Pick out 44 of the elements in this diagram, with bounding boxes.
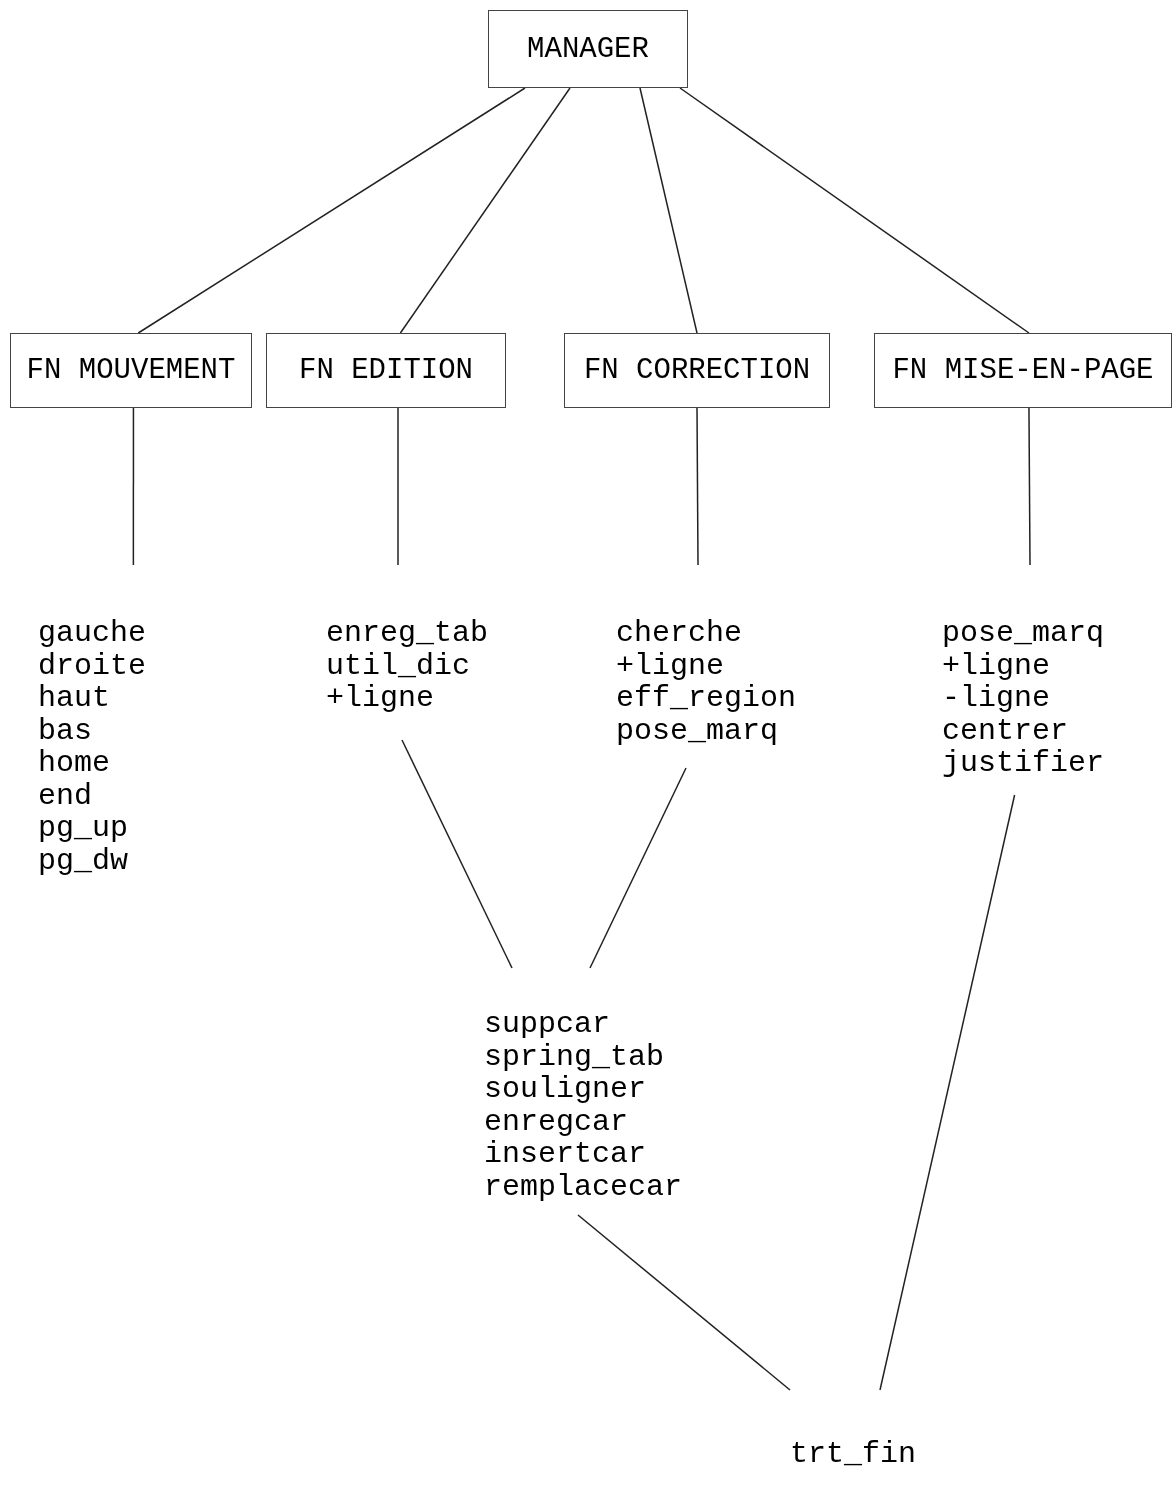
connector-line (401, 739, 513, 969)
routine-name: enreg_tab (326, 617, 489, 650)
routine-name: trt_fin (790, 1438, 917, 1471)
connector-line (589, 767, 687, 969)
connector-line (639, 87, 698, 334)
connector-line (137, 87, 526, 334)
routine-name: +ligne (942, 649, 1051, 682)
connector-line (399, 87, 571, 334)
routine-name: insertcar (484, 1138, 647, 1171)
routine-name: pg_up (38, 812, 128, 845)
routine-name: suppcar (484, 1008, 611, 1041)
connector-line (696, 407, 699, 566)
function-box: FN EDITION (266, 333, 506, 408)
routine-name: +ligne (616, 649, 725, 682)
routine-name: spring_tab (484, 1040, 665, 1073)
routine-name: souligner (484, 1073, 647, 1106)
routine-name: droite (38, 649, 147, 682)
routine-name: home (38, 747, 110, 780)
routine-name: -ligne (942, 682, 1051, 715)
connector-line (577, 1214, 791, 1391)
routine-name: pg_dw (38, 844, 128, 877)
routine-name: pose_marq (616, 714, 779, 747)
routine-name: centrer (942, 714, 1069, 747)
function-box: FN MOUVEMENT (10, 333, 252, 408)
routine-name: remplacecar (484, 1170, 683, 1203)
connector-line (397, 407, 399, 566)
function-box: FN MISE-EN-PAGE (874, 333, 1172, 408)
routine-name: cherche (616, 617, 743, 650)
routine-name: pose_marq (942, 617, 1105, 650)
connector-line (132, 407, 135, 566)
connector-line (879, 794, 1016, 1391)
routine-name: justifier (942, 747, 1105, 780)
connector-line (679, 87, 1030, 334)
routine-name: bas (38, 714, 92, 747)
routine-name: +ligne (326, 682, 435, 715)
routine-name: enregcar (484, 1105, 629, 1138)
function-box: FN CORRECTION (564, 333, 830, 408)
routine-name: end (38, 779, 92, 812)
routine-name: util_dic (326, 649, 471, 682)
routine-name: eff_region (616, 682, 797, 715)
routine-name: haut (38, 682, 110, 715)
routine-name: gauche (38, 617, 147, 650)
function-box: MANAGER (488, 10, 688, 88)
connector-line (1028, 407, 1031, 566)
